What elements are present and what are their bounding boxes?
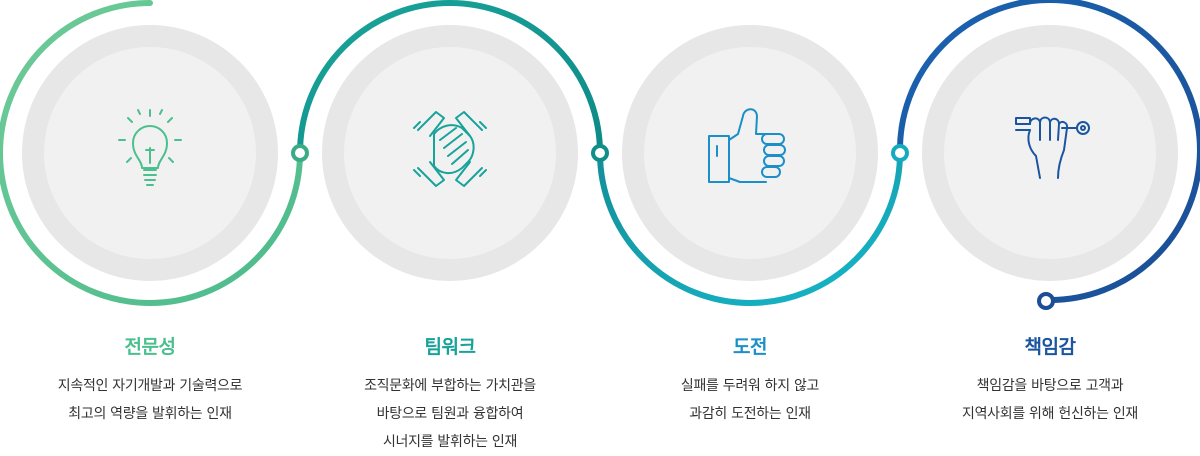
flow-arc-1 (0, 0, 303, 306)
value-title-responsibility: 책임감 (1024, 336, 1076, 358)
value-desc-responsibility: 책임감을 바탕으로 고객과 지역사회를 위해 헌신하는 인재 (900, 372, 1200, 428)
value-title-challenge: 도전 (733, 336, 767, 358)
hand-holding-key-icon (1015, 116, 1090, 179)
node-3 (891, 144, 909, 162)
teamwork-hands-icon (413, 111, 487, 187)
flow-nodes (291, 144, 1055, 310)
flow-arc-3 (597, 150, 903, 306)
desc-line: 과감히 도전하는 인재 (689, 406, 811, 422)
desc-line: 실패를 두려워 하지 않고 (680, 378, 820, 394)
value-desc-expertise: 지속적인 자기개발과 기술력으로 최고의 역량을 발휘하는 인재 (0, 372, 300, 428)
desc-line: 최고의 역량을 발휘하는 인재 (68, 406, 232, 422)
desc-line: 조직문화에 부합하는 가치관을 (364, 378, 536, 394)
flow-line (0, 0, 1200, 306)
value-title-teamwork: 팀워크 (424, 336, 476, 358)
desc-line: 지속적인 자기개발과 기술력으로 (57, 378, 243, 394)
desc-line: 책임감을 바탕으로 고객과 (976, 378, 1124, 394)
thumbs-up-icon (708, 108, 786, 183)
value-desc-teamwork: 조직문화에 부합하는 가치관을 바탕으로 팀원과 융합하여 시너지를 발휘하는 … (300, 372, 600, 456)
step-disc-4 (944, 47, 1156, 259)
desc-line: 시너지를 발휘하는 인재 (382, 434, 518, 450)
flow-arc-2 (297, 0, 603, 156)
value-title-expertise: 전문성 (124, 336, 176, 358)
node-2 (591, 144, 609, 162)
node-1 (291, 144, 309, 162)
desc-line: 바탕으로 팀원과 융합하여 (376, 406, 524, 422)
lightbulb-icon (118, 109, 182, 186)
value-desc-challenge: 실패를 두려워 하지 않고 과감히 도전하는 인재 (600, 372, 900, 428)
flow-arc-4 (896, 0, 1200, 304)
desc-line: 지역사회를 위해 헌신하는 인재 (962, 406, 1138, 422)
step-circles (22, 25, 1178, 281)
step-disc-2 (344, 47, 556, 259)
end-node (1037, 292, 1055, 310)
step-disc-3 (644, 47, 856, 259)
